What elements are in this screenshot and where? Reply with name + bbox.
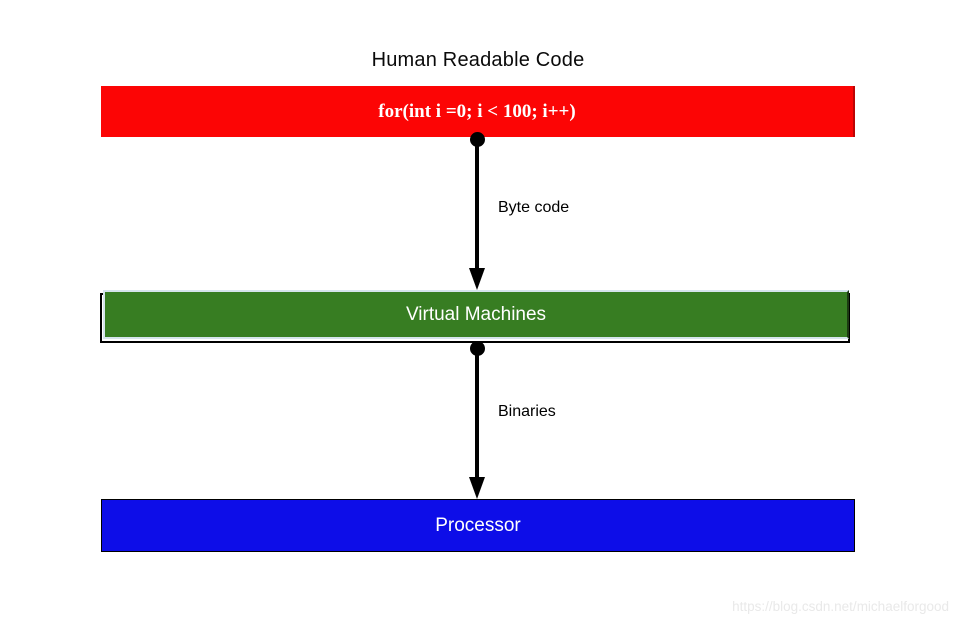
virtual-machines-box: Virtual Machines [100, 290, 852, 343]
arrow-binaries-start-dot [470, 341, 485, 356]
arrow-bytecode-stem [475, 145, 479, 270]
arrow-binaries-stem [475, 354, 479, 478]
virtual-machines-label: Virtual Machines [405, 303, 547, 325]
processor-box: Processor [101, 499, 855, 552]
bytecode-label: Byte code [498, 199, 570, 216]
code-text: for(int i =0; i < 100; i++) [378, 100, 576, 122]
arrow-bytecode-head-icon [469, 268, 485, 290]
arrow-binaries-head-icon [469, 477, 485, 499]
binaries-label: Binaries [498, 403, 556, 420]
processor-label: Processor [435, 514, 521, 536]
arrow-bytecode-start-dot [470, 132, 485, 147]
human-readable-code-box: for(int i =0; i < 100; i++) [101, 86, 855, 137]
virtual-machines-box-fill: Virtual Machines [103, 290, 849, 339]
watermark-url: https://blog.csdn.net/michaelforgood [732, 599, 949, 614]
diagram-title: Human Readable Code [371, 49, 585, 71]
